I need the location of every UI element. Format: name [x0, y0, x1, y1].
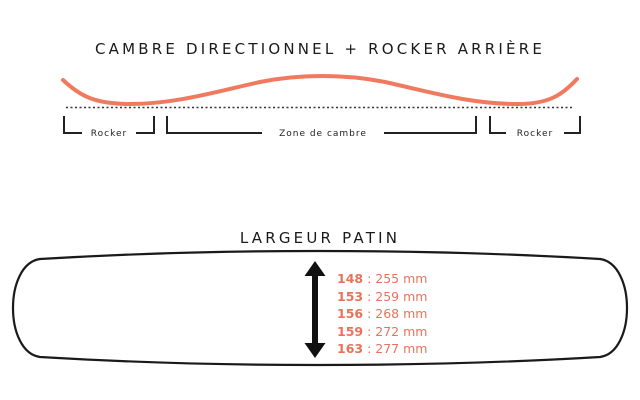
zone-bracket-rocker-front [63, 116, 155, 134]
waist-width: 272 mm [375, 323, 428, 339]
size-row-159: 159 : 272 mm [337, 323, 428, 339]
camber-profile-title: CAMBRE DIRECTIONNEL + ROCKER ARRIÈRE [94, 40, 546, 58]
board-size: 156 [337, 306, 364, 321]
size-row-156: 156 : 268 mm [337, 306, 428, 321]
zone-label-rocker-front: Rocker [91, 129, 127, 139]
waist-width: 268 mm [375, 306, 428, 321]
camber-profile-curve [61, 74, 579, 107]
zone-label-rocker-rear: Rocker [517, 129, 553, 139]
zone-bracket-camber [166, 116, 477, 134]
board-size: 159 [337, 323, 364, 339]
board-width-title: LARGEUR PATIN [239, 229, 401, 247]
board-size: 163 [337, 341, 364, 356]
waist-width: 259 mm [375, 288, 428, 304]
zone-label-camber: Zone de cambre [279, 129, 367, 139]
size-row-153: 153 : 259 mm [337, 288, 428, 304]
size-row-148: 148 : 255 mm [337, 271, 428, 286]
board-size: 153 [337, 288, 364, 304]
board-size: 148 [337, 271, 364, 286]
width-size-list: 148 : 255 mm 153 : 259 mm 156 : 268 mm 1… [337, 270, 427, 358]
width-arrow-head-bottom [304, 343, 326, 358]
zone-bracket-rocker-rear [489, 116, 581, 134]
board-outline [12, 249, 628, 367]
size-row-163: 163 : 277 mm [337, 341, 428, 356]
waist-width: 255 mm [375, 271, 428, 286]
waist-width: 277 mm [375, 341, 428, 356]
width-arrow-head-top [304, 261, 326, 276]
